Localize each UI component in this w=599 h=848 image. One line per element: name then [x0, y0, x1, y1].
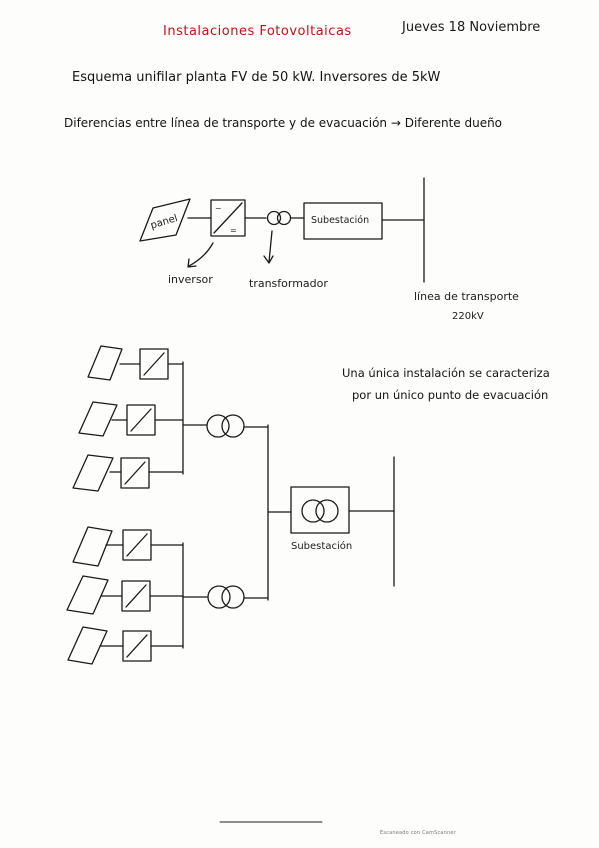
pv-panel: [72, 526, 113, 567]
note-line-scheme: Esquema unifilar planta FV de 50 kW. Inv…: [72, 70, 441, 85]
pv-panel: [66, 575, 109, 615]
transformer-arrow: [268, 230, 273, 263]
inverter-box: [120, 457, 150, 489]
panel-label: panel: [149, 213, 179, 232]
transport-line-label: línea de transporte: [414, 290, 519, 303]
date-label: Jueves 18 Noviembre: [402, 20, 541, 35]
inverter-label: inversor: [168, 273, 213, 286]
scanner-watermark: Escaneado con CamScanner: [380, 830, 456, 836]
note-line-differences: Diferencias entre línea de transporte y …: [64, 116, 503, 130]
pv-panel: [87, 345, 123, 381]
substation-box: [303, 202, 383, 240]
substation-box: [290, 486, 350, 534]
inverter-diagonal: [126, 533, 148, 557]
transformer-label: transformador: [249, 277, 328, 290]
transformer-coil-b: [221, 585, 245, 609]
transformer-coil-b: [276, 210, 292, 226]
inverter-arrow: [188, 242, 214, 267]
evacuation-note-line-2: por un único punto de evacuación: [352, 388, 549, 402]
substation-label: Subestación: [291, 540, 352, 552]
panel-shape: [139, 198, 191, 242]
transport-line-voltage: 220kV: [452, 311, 484, 322]
inverter-diagonal: [130, 408, 152, 432]
transformer-coil-a: [266, 210, 282, 226]
substation-label: Subestación: [311, 215, 369, 226]
inverter-symbol-ac: =: [230, 226, 237, 235]
substation-coil-b: [315, 499, 339, 523]
transformer-coil-b: [221, 414, 245, 438]
diagram-2: Subestación: [66, 345, 395, 665]
inverter-diagonal: [125, 584, 147, 608]
diagram-1: panel ~ = Subestación inversor transform…: [139, 177, 519, 322]
pv-panel: [72, 454, 114, 492]
transformer-arrow-head: [263, 255, 274, 264]
transformer-coil-a: [207, 585, 231, 609]
pv-panel: [78, 401, 118, 437]
inverter-symbol-dc: ~: [215, 204, 222, 213]
evacuation-note: Una única instalación se caracteriza por…: [342, 362, 572, 406]
inverter-diagonal: [143, 352, 165, 376]
substation-coil-a: [301, 499, 325, 523]
evacuation-note-line-1: Una única instalación se caracteriza: [342, 366, 550, 380]
inverter-diagonal: [126, 634, 148, 658]
page-title: Instalaciones Fotovoltaicas: [163, 24, 352, 39]
transformer-coil-a: [206, 414, 230, 438]
inverter-diagonal: [213, 202, 243, 234]
inverter-diagonal: [124, 461, 146, 485]
pv-panel: [67, 626, 108, 665]
inverter-arrow-head: [187, 258, 197, 268]
